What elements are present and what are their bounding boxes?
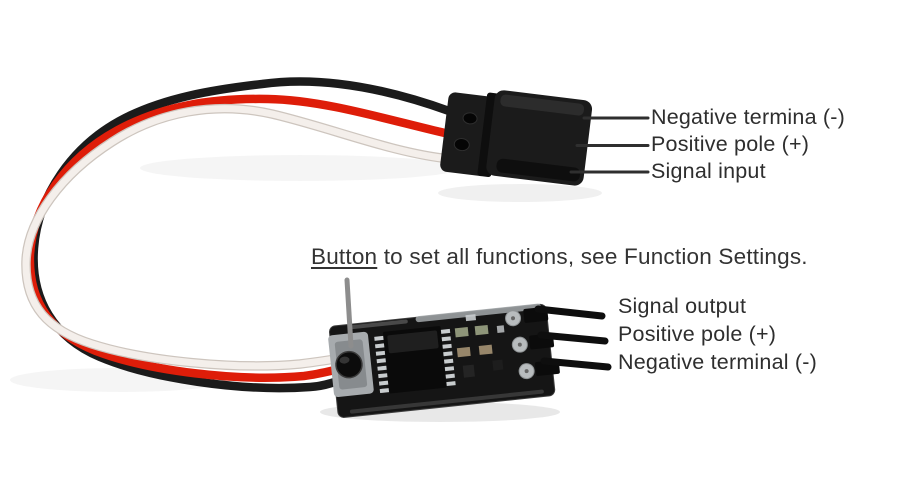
cable-shadow (140, 155, 460, 181)
pcb-module (328, 303, 560, 418)
pin-negative-terminal (540, 357, 612, 371)
wire-white (22, 105, 454, 370)
solder-pads (505, 310, 535, 380)
connector-dimple-top (462, 112, 478, 125)
connector-body (486, 90, 593, 186)
label-negative-terminal-input: Negative termina (-) (651, 105, 845, 129)
button-gloss (339, 356, 350, 364)
pin-positive-pole (537, 331, 609, 345)
servo-connector (440, 90, 593, 186)
label-positive-pole-output: Positive pole (+) (618, 322, 777, 346)
connector-body-shade (496, 158, 581, 182)
ic-pins-right (440, 328, 456, 387)
label-signal-output: Signal output (618, 294, 747, 318)
wire-loop (21, 77, 455, 393)
ic-chip-gloss (387, 330, 439, 354)
pcb-bottom-edge-highlight (349, 389, 544, 414)
label-signal-input: Signal input (651, 159, 766, 183)
caption-button-note: Button to set all functions, see Functio… (311, 244, 808, 270)
ic-pins-left (374, 335, 390, 394)
pcb-top-edge-highlight2 (348, 319, 408, 330)
header-pins (534, 305, 612, 371)
connector-body-gloss (500, 94, 585, 116)
caption-button-word: Button (311, 244, 378, 269)
connector-dimple-bottom (453, 138, 470, 152)
caption-rest: to set all functions, see Function Setti… (377, 244, 808, 269)
button-pointer-line (344, 277, 354, 349)
pcb-top-edge-highlight (415, 303, 541, 323)
connector-shadow (438, 184, 602, 202)
leader-lines (569, 116, 650, 174)
pin-signal-output (534, 305, 606, 320)
label-positive-pole-input: Positive pole (+) (651, 132, 810, 156)
smd-components (454, 314, 505, 378)
label-negative-terminal-output: Negative terminal (-) (618, 350, 817, 374)
